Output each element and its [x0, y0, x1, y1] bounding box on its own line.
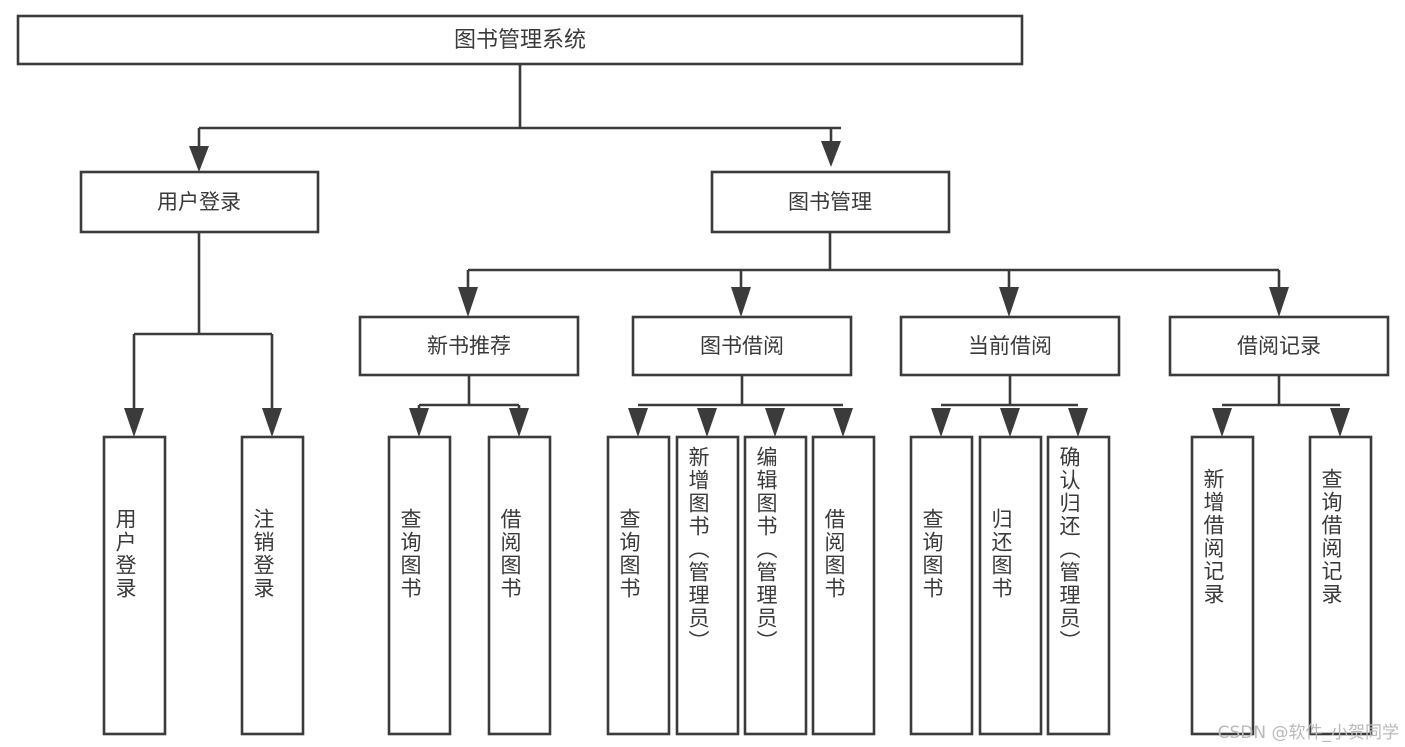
node-borrow-record-label: 借阅记录 [1237, 334, 1321, 358]
node-new-book-recommend[interactable]: 新书推荐 [358, 315, 580, 377]
arrow-head-leaf-user-login-1 [124, 408, 144, 437]
node-current-borrow-rect[interactable] [899, 315, 1121, 377]
connector-borrow-record-children [1212, 375, 1350, 437]
connector-book-borrow-children [628, 375, 853, 437]
node-root-rect[interactable] [16, 14, 1024, 66]
connector-book-manage-to-level2 [458, 232, 1289, 317]
arrow-head-book-manage [821, 141, 841, 167]
arrow-head-leaf-cb-3 [1068, 408, 1088, 437]
connector-new-book-recommend-children [409, 375, 529, 437]
arrow-head-leaf-bb-2 [697, 408, 717, 437]
arrow-head-user-login [189, 146, 209, 172]
node-book-borrow[interactable]: 图书借阅 [631, 315, 853, 377]
arrow-head-leaf-br-1 [1212, 408, 1232, 437]
node-new-book-recommend-rect[interactable] [358, 315, 580, 377]
leaf-box-bb-1[interactable] [606, 435, 671, 736]
node-book-manage[interactable]: 图书管理 [710, 170, 951, 234]
csdn-watermark: CSDN @软件_小贺同学 [1217, 723, 1399, 743]
arrow-head-leaf-bb-3 [765, 408, 785, 437]
leaf-box-user-login-1[interactable] [102, 435, 167, 736]
leaf-box-nbr-2[interactable] [487, 435, 552, 736]
connector-user-login-children [124, 232, 282, 437]
connector-root-to-level1 [189, 64, 841, 172]
node-user-login-rect[interactable] [79, 170, 320, 234]
leaf-box-user-login-2[interactable] [240, 435, 305, 736]
leaf-box-br-1[interactable] [1190, 435, 1255, 736]
arrow-head-leaf-cb-1 [931, 408, 951, 437]
leaf-box-nbr-1[interactable] [387, 435, 452, 736]
arrow-head-book-borrow [731, 287, 751, 317]
arrow-head-leaf-user-login-2 [262, 408, 282, 437]
arrow-head-current-borrow [999, 287, 1019, 317]
arrow-head-leaf-nbr-1 [409, 408, 429, 437]
leaf-box-br-2[interactable] [1308, 435, 1373, 736]
node-book-manage-label: 图书管理 [788, 190, 872, 214]
node-new-book-recommend-label: 新书推荐 [427, 334, 511, 358]
arrow-head-leaf-bb-4 [833, 408, 853, 437]
arrow-head-leaf-bb-1 [628, 408, 648, 437]
node-borrow-record[interactable]: 借阅记录 [1168, 315, 1390, 377]
node-book-borrow-label: 图书借阅 [700, 334, 784, 358]
node-current-borrow-label: 当前借阅 [968, 334, 1052, 358]
arrow-head-leaf-nbr-2 [509, 408, 529, 437]
arrow-head-borrow-record [1269, 287, 1289, 317]
arrow-head-leaf-cb-2 [1000, 408, 1020, 437]
node-book-borrow-rect[interactable] [631, 315, 853, 377]
node-user-login[interactable]: 用户登录 [79, 170, 320, 234]
node-current-borrow[interactable]: 当前借阅 [899, 315, 1121, 377]
leaf-box-cb-3[interactable] [1046, 435, 1111, 736]
connector-current-borrow-children [931, 375, 1088, 437]
node-root-label: 图书管理系统 [454, 28, 586, 53]
leaf-box-bb-4[interactable] [811, 435, 876, 736]
leaf-box-cb-1[interactable] [909, 435, 974, 736]
arrow-head-leaf-br-2 [1330, 408, 1350, 437]
leaf-box-cb-2[interactable] [978, 435, 1043, 736]
leaf-box-bb-3[interactable] [743, 435, 808, 736]
node-root-system[interactable]: 图书管理系统 [16, 14, 1024, 66]
node-borrow-record-rect[interactable] [1168, 315, 1390, 377]
node-user-login-label: 用户登录 [157, 190, 241, 214]
leaf-box-bb-2[interactable] [675, 435, 740, 736]
arrow-head-new-book-recommend [458, 287, 478, 317]
